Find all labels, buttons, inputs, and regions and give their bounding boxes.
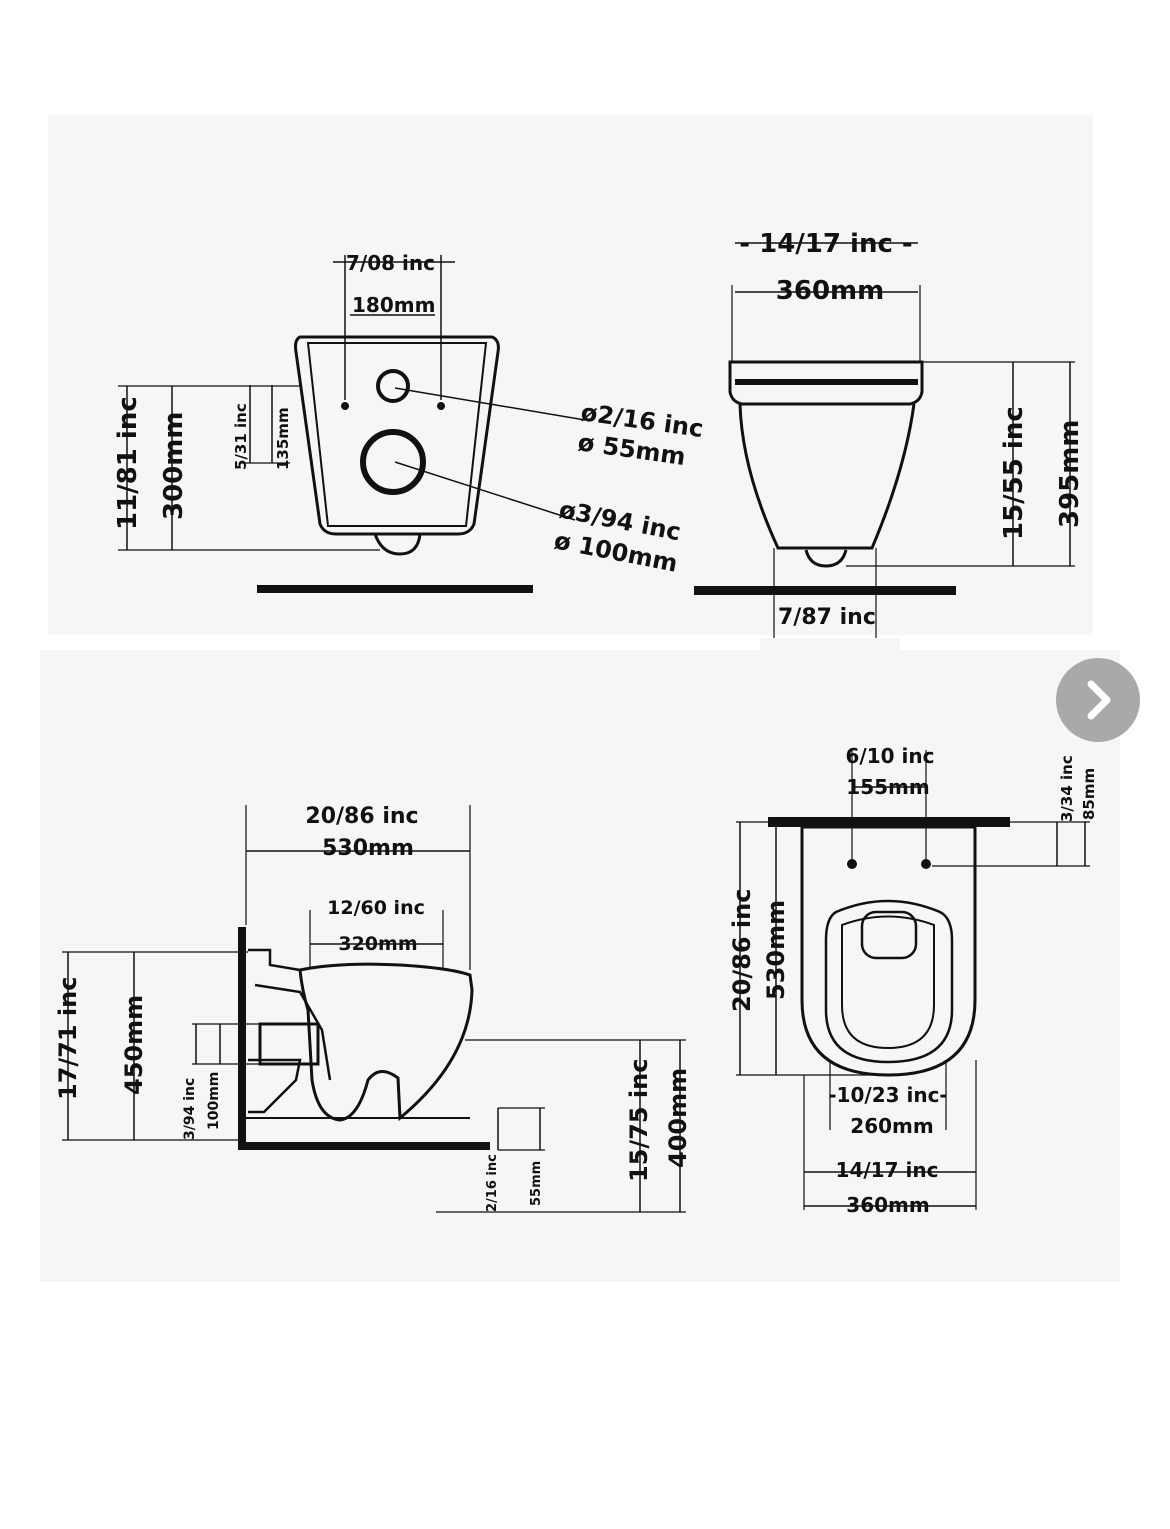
- top-length-mm: 530mm: [762, 900, 790, 1000]
- front-height-inc: 15/55 inc: [999, 406, 1029, 540]
- side-height-inc: 17/71 inc: [54, 977, 82, 1100]
- top-width-mm: 360mm: [846, 1193, 929, 1217]
- back-view-inner: [306, 342, 488, 527]
- side-small-mm: 55mm: [529, 1161, 544, 1206]
- side-view: 20/86 inc 530mm 12/60 inc 320mm 17/71 in…: [54, 804, 692, 1213]
- top-width-inc: 14/17 inc: [836, 1158, 939, 1182]
- chevron-right-icon: [1087, 680, 1111, 720]
- lower-panel: [40, 650, 1120, 1282]
- back-gap-mm: 135mm: [274, 407, 292, 470]
- next-image-button[interactable]: [1056, 658, 1140, 742]
- bolt-hole-right: [437, 402, 445, 410]
- top-view-seat: [824, 899, 954, 1064]
- inlet-large-circle: [360, 429, 426, 495]
- top-view-outline: [800, 825, 977, 1077]
- back-top-width-inc: 7/08 inc: [346, 251, 435, 275]
- side-view-trap: [248, 948, 332, 1114]
- top-offset-mm: 85mm: [1080, 768, 1098, 820]
- front-view: - 14/17 inc - 360mm 15/55 inc 395mm 7/87…: [694, 229, 1085, 640]
- top-bolt-inc: 6/10 inc: [846, 744, 935, 768]
- front-bottom-inc: 7/87 inc: [778, 605, 876, 630]
- bolt-hole-left: [341, 402, 349, 410]
- back-gap-inc: 5/31 inc: [232, 403, 250, 470]
- top-inner-mm: 260mm: [850, 1114, 933, 1138]
- top-view-drain: [860, 910, 918, 960]
- side-bowl-mm: 320mm: [338, 933, 417, 955]
- top-view: 6/10 inc 155mm 3/34 inc 85mm 20/86 inc 5…: [728, 744, 1098, 1217]
- back-left-height-mm: 300mm: [159, 412, 189, 520]
- top-view-wall-bar: [768, 817, 1010, 827]
- upper-panel: [48, 115, 1093, 635]
- inlet-small-circle: [376, 369, 410, 403]
- back-left-height-inc: 11/81 inc: [113, 396, 143, 530]
- leader-small: [394, 387, 586, 421]
- top-bolt-mm: 155mm: [846, 775, 929, 799]
- front-view-body: [738, 403, 916, 550]
- front-view-outlet: [804, 549, 848, 568]
- front-view-rim: [728, 360, 924, 406]
- side-height-mm: 450mm: [120, 995, 148, 1095]
- back-view-outlet: [373, 533, 422, 556]
- side-outlet-mm: 100mm: [206, 1072, 222, 1130]
- front-height-mm: 395mm: [1055, 420, 1085, 528]
- top-length-inc: 20/86 inc: [728, 889, 756, 1012]
- top-offset-inc: 3/34 inc: [1058, 755, 1076, 822]
- side-view-floor-line: [238, 1142, 490, 1150]
- back-top-width-mm: 180mm: [352, 293, 435, 317]
- side-view-wall: [238, 927, 246, 1149]
- top-inner-inc: -10/23 inc-: [828, 1083, 947, 1107]
- leader-large: [394, 461, 576, 521]
- front-width-mm: 360mm: [776, 276, 884, 306]
- side-length-inc: 20/86 inc: [305, 804, 418, 829]
- front-width-inc: - 14/17 inc -: [739, 229, 912, 259]
- side-length-mm: 530mm: [322, 836, 414, 861]
- front-view-floor-bar: [694, 586, 956, 595]
- side-view-bowl: [298, 962, 474, 1122]
- side-outlet-inc: 3/94 inc: [182, 1078, 198, 1140]
- back-view-wall-bar: [257, 585, 533, 593]
- side-small-inc: 2/16 inc: [485, 1154, 500, 1212]
- side-floor-inc: 15/75 inc: [625, 1059, 653, 1182]
- side-bowl-inc: 12/60 inc: [327, 897, 425, 919]
- back-view-outline: [294, 335, 500, 536]
- side-floor-mm: 400mm: [664, 1068, 692, 1168]
- side-view-outlet: [258, 1022, 320, 1066]
